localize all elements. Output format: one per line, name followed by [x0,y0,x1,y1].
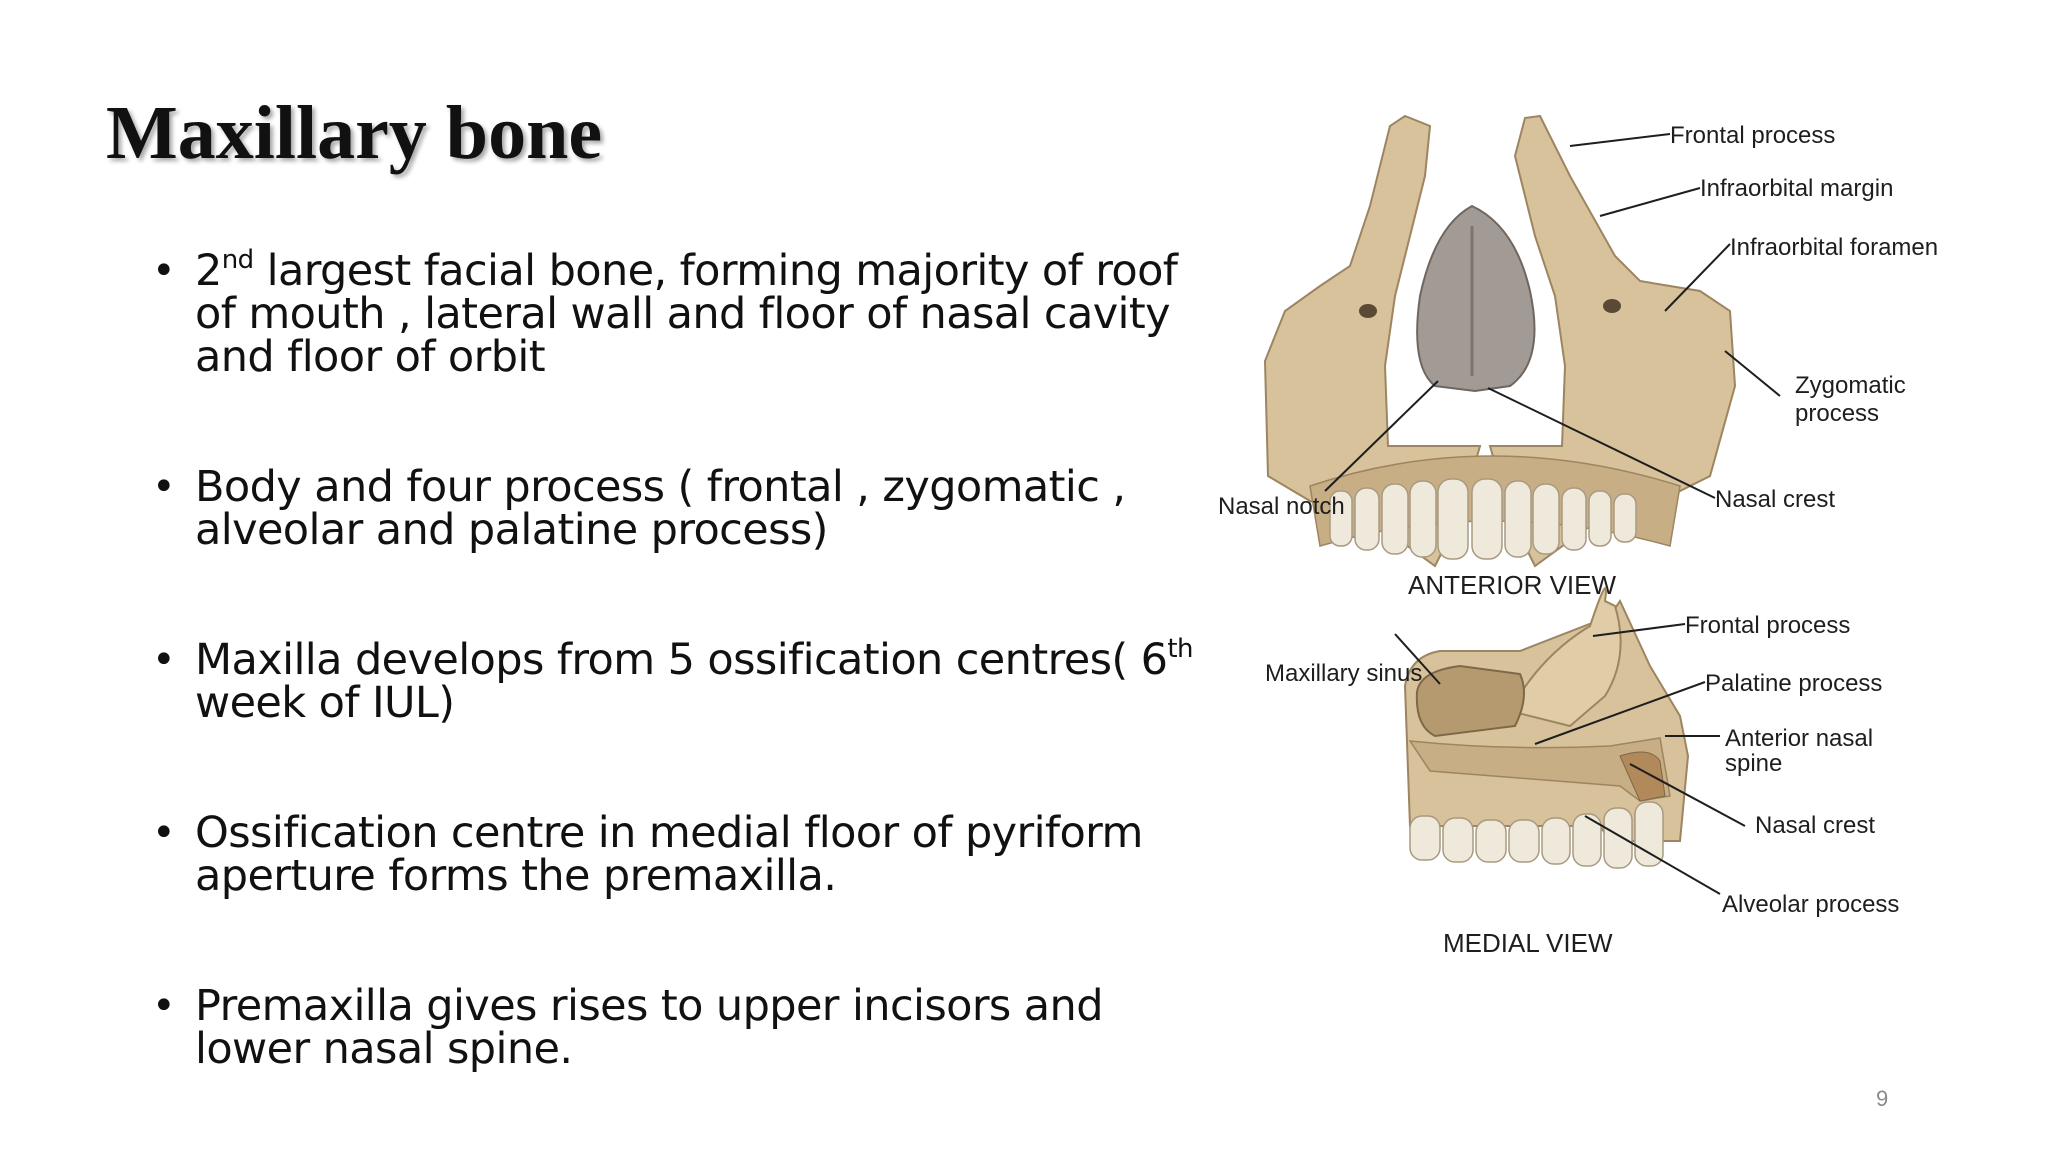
maxilla-illustration: Frontal process Infraorbital margin Infr… [1210,96,1970,996]
nasal-cavity [1416,204,1536,393]
leader-medial-nasal-crest [1629,763,1746,827]
label-maxillary-sinus: Maxillary sinus [1265,660,1422,687]
slide-title: Maxillary bone [106,91,603,175]
tooth [1508,819,1540,863]
leader-nasal-notch [1324,380,1439,492]
leader-medial-frontal-process [1592,623,1686,637]
leader-palatine-process [1534,681,1706,745]
bullet-text: Ossification centre in medial floor of p… [195,808,1143,901]
medial-teeth [1409,801,1664,869]
bullet-text: largest facial bone, forming majority of… [195,246,1178,382]
label-medial-frontal-process: Frontal process [1685,612,1850,639]
label-infraorbital-margin: Infraorbital margin [1700,175,1893,202]
bullet-text: 2 [195,246,222,296]
bullet-text: Premaxilla gives rises to upper incisors… [195,981,1104,1074]
tooth [1532,483,1560,555]
tooth [1381,483,1409,555]
label-nasal-notch: Nasal notch [1218,493,1345,520]
tooth [1409,815,1441,861]
label-frontal-process: Frontal process [1670,122,1835,149]
infraorbital-foramen-right [1603,299,1621,313]
bullet-item: Ossification centre in medial floor of p… [152,812,1202,898]
leader-nasal-crest [1487,387,1716,499]
tooth [1588,490,1612,547]
bullet-text: week of IUL) [195,678,455,728]
tooth [1475,819,1507,863]
bullet-superscript: th [1167,634,1193,664]
leader-frontal-process [1569,133,1671,147]
leader-infraorbital-margin [1599,187,1701,217]
label-medial-nasal-crest: Nasal crest [1755,812,1875,839]
bullet-list: 2nd largest facial bone, forming majorit… [152,247,1202,1158]
label-anterior-nasal-spine-2: spine [1725,750,1782,777]
leader-alveolar-process [1584,815,1721,895]
leader-infraorbital-foramen [1664,243,1731,312]
tooth [1442,817,1474,863]
tooth [1613,493,1637,543]
label-alveolar-process: Alveolar process [1722,891,1899,918]
label-nasal-crest: Nasal crest [1715,486,1835,513]
tooth [1437,478,1469,560]
anterior-view-drawing: Frontal process Infraorbital margin Infr… [1218,114,1938,600]
tooth [1329,490,1353,547]
anterior-view-caption: ANTERIOR VIEW [1408,570,1616,600]
bullet-item: Body and four process ( frontal , zygoma… [152,466,1202,552]
tooth [1634,801,1664,867]
leader-maxillary-sinus [1394,633,1441,685]
infraorbital-foramen-left [1359,304,1377,318]
leader-zygomatic-process [1724,350,1781,397]
maxilla-diagram: Frontal process Infraorbital margin Infr… [1218,114,1938,958]
label-zygomatic-process: Zygomatic [1795,372,1906,399]
anterior-teeth [1329,478,1637,560]
tooth [1504,480,1532,558]
tooth [1471,478,1503,560]
bullet-text: Maxilla develops from 5 ossification cen… [195,635,1168,685]
label-anterior-nasal-spine: Anterior nasal [1725,725,1873,752]
bullet-item: Maxilla develops from 5 ossification cen… [152,636,1202,728]
tooth [1561,487,1587,551]
bullet-superscript: nd [221,245,254,275]
label-palatine-process: Palatine process [1705,670,1882,697]
medial-view-drawing: Frontal process Maxillary sinus Palatine… [1265,587,1899,958]
tooth [1541,817,1571,865]
page-number: 9 [1876,1086,1889,1111]
bullet-item: Premaxilla gives rises to upper incisors… [152,985,1202,1071]
label-zygomatic-process-2: process [1795,400,1879,427]
palatine-process [1408,737,1671,802]
bullet-text: Body and four process ( frontal , zygoma… [195,462,1126,555]
bullet-item: 2nd largest facial bone, forming majorit… [152,247,1202,379]
tooth [1572,813,1602,867]
tooth [1354,487,1380,551]
tooth [1409,480,1437,558]
medial-view-caption: MEDIAL VIEW [1443,928,1613,958]
tooth [1603,807,1633,869]
label-infraorbital-foramen: Infraorbital foramen [1730,234,1938,261]
medial-frontal-process [1508,587,1622,728]
